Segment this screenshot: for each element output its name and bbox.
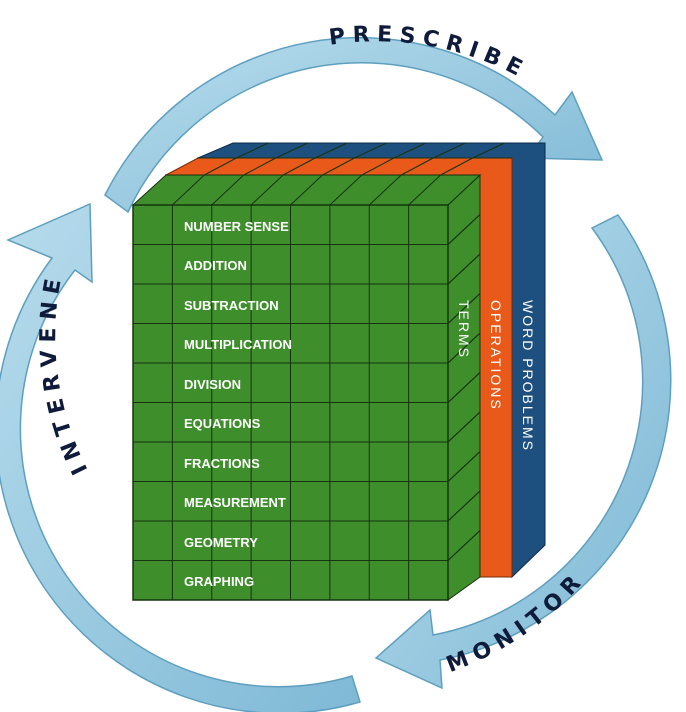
word-problems-label: WORD PROBLEMS <box>520 300 536 452</box>
row-label: DIVISION <box>184 377 241 392</box>
row-label: SUBTRACTION <box>184 298 279 313</box>
row-label: GRAPHING <box>184 574 254 589</box>
row-label: MEASUREMENT <box>184 495 286 510</box>
row-label: NUMBER SENSE <box>184 219 289 234</box>
row-label: FRACTIONS <box>184 456 260 471</box>
row-label: EQUATIONS <box>184 416 261 431</box>
terms-label: TERMS <box>456 300 472 359</box>
intervene-label: INTERVENE <box>36 270 93 478</box>
row-label: MULTIPLICATION <box>184 337 292 352</box>
row-label: GEOMETRY <box>184 535 258 550</box>
row-label: ADDITION <box>184 258 247 273</box>
operations-label: OPERATIONS <box>488 300 504 411</box>
cube: NUMBER SENSE ADDITION SUBTRACTION MULTIP… <box>133 143 545 600</box>
